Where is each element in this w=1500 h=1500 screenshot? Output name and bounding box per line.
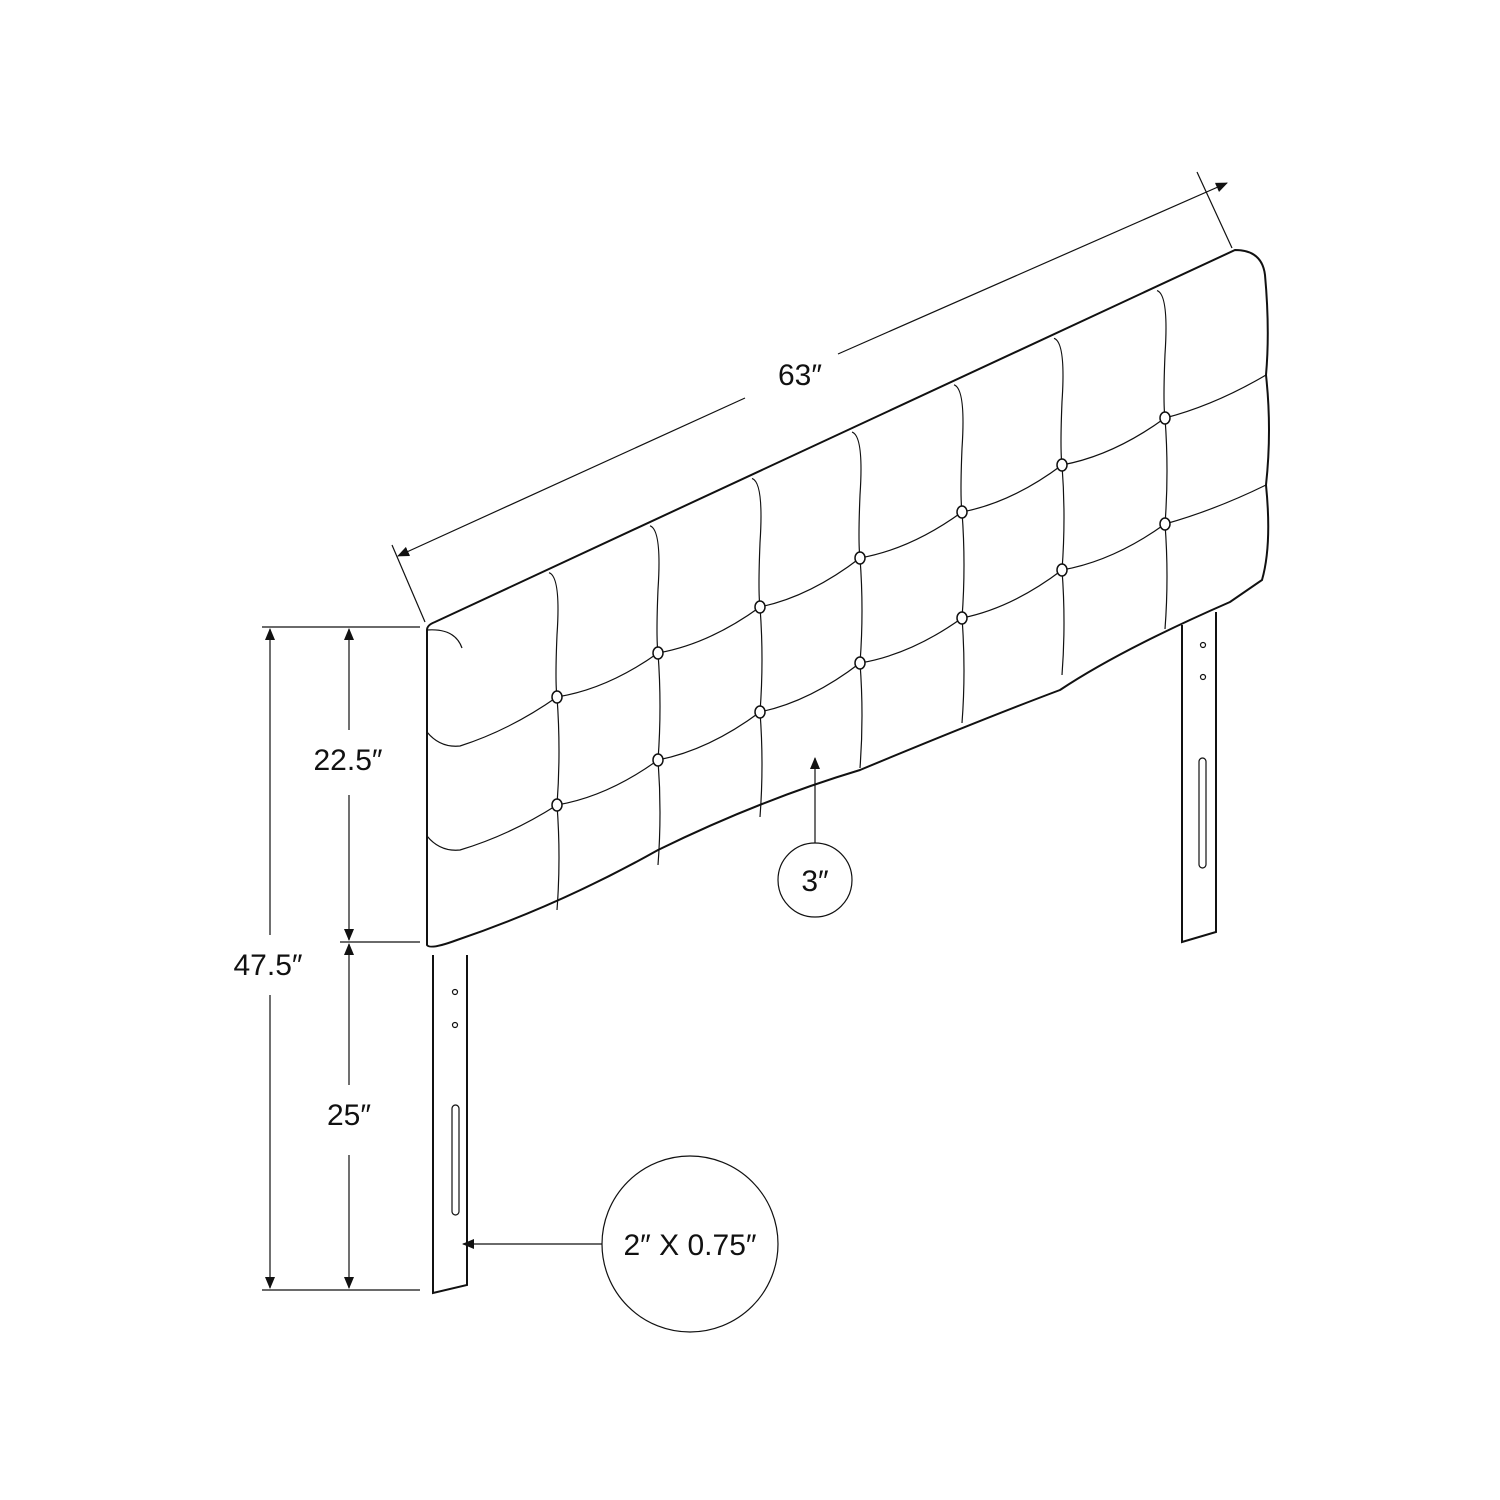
tuft-button [854, 656, 866, 670]
total-height-label: 47.5″ [233, 949, 302, 982]
tuft-seam [1061, 523, 1166, 571]
tuft-seam [1156, 289, 1167, 419]
tuft-button [652, 646, 664, 660]
tuft-seam [1164, 523, 1168, 630]
tufting-buttons [551, 411, 1171, 812]
leg-size-label: 2″ X 0.75″ [624, 1229, 757, 1262]
width-label: 63″ [778, 359, 822, 392]
width-dimension: 63″ [391, 171, 1233, 623]
tuft-seam [751, 477, 762, 608]
tuft-seam [1061, 569, 1065, 676]
tuft-seam [961, 569, 1063, 619]
tuft-seam [657, 711, 761, 761]
tuft-seam [649, 525, 660, 654]
tuft-seam [953, 384, 964, 513]
left-leg [432, 955, 468, 1295]
tuft-button [1159, 411, 1171, 425]
leg-height-label: 25″ [327, 1099, 371, 1132]
tuft-seam [1053, 337, 1064, 466]
tuft-seam [657, 652, 661, 761]
tuft-seam [759, 557, 861, 608]
tuft-seam [759, 662, 861, 713]
tuft-seam [1164, 484, 1267, 525]
tuft-seam [859, 511, 963, 559]
tuft-seam [859, 662, 863, 769]
tuft-seam [1061, 464, 1065, 571]
tuft-seam [1164, 417, 1168, 525]
tuft-seam [851, 431, 862, 559]
tuft-button [956, 505, 968, 519]
tuft-seam [961, 511, 965, 619]
tuft-button [1056, 563, 1068, 577]
tuft-button [754, 705, 766, 719]
thickness-callout: 3″ [777, 757, 853, 918]
tuft-seam [556, 652, 659, 698]
right-leg [1181, 612, 1217, 944]
tuft-button [854, 551, 866, 565]
height-dimensions: 47.5″ 22.5″ 25″ [233, 626, 420, 1291]
tuft-button [956, 611, 968, 625]
tuft-seam [759, 606, 763, 713]
tuft-seam [1164, 374, 1267, 419]
leg-size-callout: 2″ X 0.75″ [462, 1155, 779, 1333]
tuft-seam [657, 759, 661, 866]
tuft-button [551, 798, 563, 812]
tuft-seam [859, 617, 963, 664]
tuft-button [652, 753, 664, 767]
tuft-seam [556, 696, 560, 806]
tuft-seam [556, 759, 659, 806]
headboard-panel [426, 248, 1270, 948]
tuft-seam [859, 557, 863, 664]
panel-height-label: 22.5″ [313, 744, 382, 777]
tuft-button [551, 690, 563, 704]
tuft-seam [1061, 417, 1166, 466]
tuft-seam [548, 572, 559, 698]
tuft-seam [556, 804, 560, 911]
tuft-button [1159, 517, 1171, 531]
tuft-seam [961, 464, 1063, 513]
tuft-button [754, 600, 766, 614]
tuft-seam [961, 617, 965, 724]
tuft-seam [759, 711, 763, 818]
thickness-label: 3″ [801, 865, 829, 898]
tuft-button [1056, 458, 1068, 472]
tuft-seam [657, 606, 761, 654]
tufting-lines [548, 289, 1267, 911]
